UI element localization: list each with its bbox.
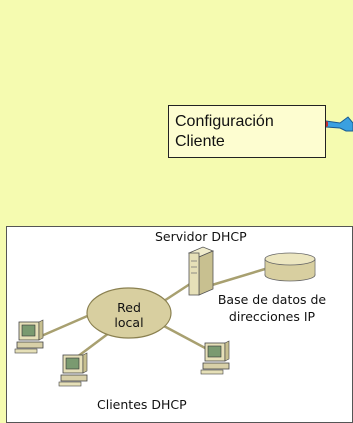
local-network-label-line-1: Red	[117, 300, 141, 315]
database-label-line-1: Base de datos de	[217, 292, 327, 307]
diagram-drawing	[14, 246, 316, 387]
client-computer-icon	[14, 319, 44, 354]
client-computer-icon	[58, 352, 88, 387]
callout-configuracion-cliente: Configuración Cliente	[168, 105, 326, 158]
server-icon	[187, 246, 215, 296]
local-network-label-line-2: local	[114, 315, 144, 330]
database-icon	[264, 252, 316, 282]
link-database	[211, 267, 266, 287]
local-network-ellipse	[86, 287, 172, 339]
database-label-line-2: direcciones IP	[228, 309, 316, 324]
client-computer-icon	[200, 340, 230, 375]
link-client-right	[161, 323, 208, 351]
local-network-label: Red local	[107, 300, 151, 330]
server-label: Servidor DHCP	[155, 229, 247, 244]
callout-line-2: Cliente	[175, 133, 225, 150]
callout-line-1: Configuración	[175, 113, 274, 130]
arrow-icon	[326, 116, 353, 132]
link-client-left	[38, 312, 93, 339]
clients-label: Clientes DHCP	[97, 397, 187, 412]
dhcp-network-diagram: Servidor DHCP Red local Base de datos de…	[6, 226, 353, 423]
database-label: Base de datos de direcciones IP	[199, 291, 345, 325]
